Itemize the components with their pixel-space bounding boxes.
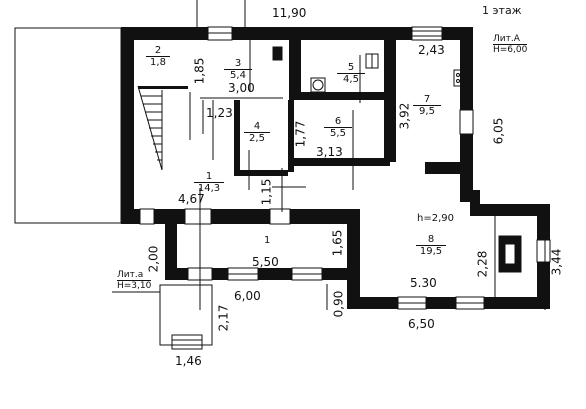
dim-217: 2,17 — [216, 304, 231, 332]
dim-300: 3,00 — [228, 81, 255, 95]
room-number: 3 — [224, 58, 252, 70]
dim-605: 6,05 — [491, 117, 506, 145]
dim-344: 3,44 — [549, 248, 564, 276]
entry-porch — [159, 284, 213, 350]
room-number: 7 — [413, 94, 441, 106]
fixtures — [272, 46, 522, 273]
dim-146: 1,46 — [175, 354, 202, 368]
dim-313: 3,13 — [316, 145, 343, 159]
staircase — [137, 85, 163, 171]
dim-185: 1,85 — [192, 57, 207, 85]
dim-243: 2,43 — [418, 43, 445, 57]
dim-228: 2,28 — [475, 250, 490, 278]
overall-width-dim: 11,90 — [272, 6, 307, 20]
room-3-label: 3 5,4 — [224, 58, 252, 81]
room-1-label: 1 14,3 — [194, 171, 224, 194]
room-number: 1 — [194, 171, 224, 183]
lit-main-height: Н=6,00 — [493, 45, 528, 55]
room-2-label: 2 1,8 — [146, 45, 170, 68]
room-8-label: 8 19,5 — [416, 234, 446, 257]
dim-650: 6,50 — [408, 317, 435, 331]
room-7-label: 7 9,5 — [413, 94, 441, 117]
room-area: 19,5 — [419, 246, 443, 257]
interior-walls — [138, 40, 465, 176]
room-number: 8 — [416, 234, 446, 246]
dim-115: 1,15 — [259, 178, 274, 206]
room-area: 4,5 — [343, 74, 359, 85]
room-area: 14,3 — [197, 183, 221, 194]
windows — [139, 26, 551, 310]
room-area: 1,8 — [150, 57, 166, 68]
dim-090: 0,90 — [331, 290, 346, 318]
left-annex — [14, 27, 122, 224]
room-area: 5,5 — [330, 128, 346, 139]
porch-room-number: 1 — [264, 235, 271, 246]
lit-main-name: Лит.А — [493, 34, 528, 45]
room-number: 5 — [337, 62, 365, 74]
room-number: 2 — [146, 45, 170, 57]
dim-467: 4,67 — [178, 192, 205, 206]
dim-165: 1,65 — [330, 229, 345, 257]
room-area: 2,5 — [249, 133, 265, 144]
dim-200: 2,00 — [146, 245, 161, 273]
dim-530: 5.30 — [410, 276, 437, 290]
lit-porch-height: Н=3,10 — [117, 281, 152, 291]
dim-600: 6,00 — [234, 289, 261, 303]
lit-main-label: Лит.А Н=6,00 — [493, 34, 528, 55]
ceiling-height-note: h=2,90 — [417, 213, 454, 224]
dimension-lines — [112, 0, 546, 310]
floor-label: 1 этаж — [482, 4, 522, 17]
dim-550: 5,50 — [252, 255, 279, 269]
room-area: 9,5 — [419, 106, 435, 117]
room-5-label: 5 4,5 — [337, 62, 365, 85]
lit-porch-label: Лит.а Н=3,10 — [117, 270, 152, 291]
dim-123: 1,23 — [206, 106, 233, 120]
room-4-label: 4 2,5 — [244, 121, 270, 144]
dim-392: 3,92 — [397, 102, 412, 130]
room-6-label: 6 5,5 — [324, 116, 352, 139]
room-number: 4 — [244, 121, 270, 133]
dim-177: 1,77 — [293, 120, 308, 148]
lit-porch-name: Лит.а — [117, 270, 152, 281]
room-area: 5,4 — [230, 70, 246, 81]
room-number: 6 — [324, 116, 352, 128]
